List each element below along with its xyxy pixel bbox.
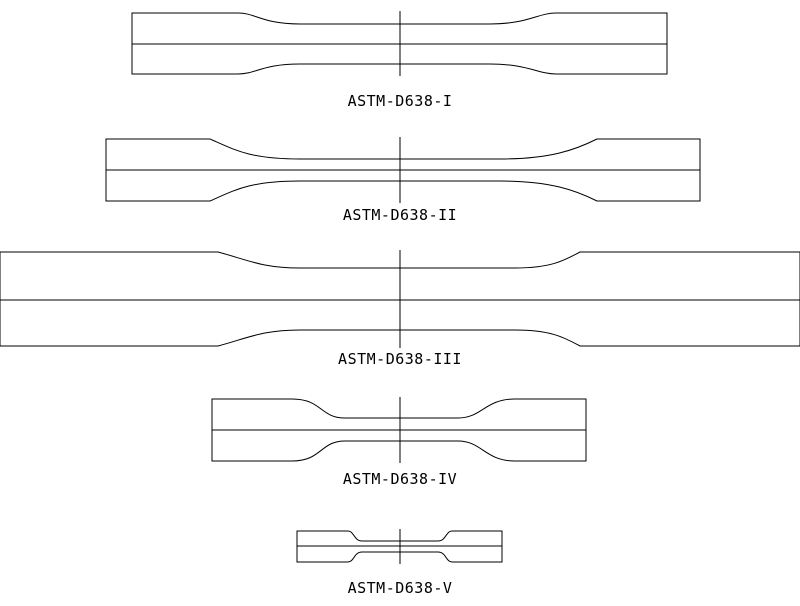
- specimen-type-ii-label: ASTM-D638-II: [343, 206, 457, 224]
- specimen-type-iv-label: ASTM-D638-IV: [343, 470, 457, 488]
- specimen-type-ii: ASTM-D638-II: [105, 137, 701, 224]
- specimen-type-v-label: ASTM-D638-V: [348, 579, 453, 597]
- specimen-type-i-outline: [131, 12, 668, 75]
- specimen-type-ii-outline: [105, 138, 701, 202]
- specimen-type-iii: ASTM-D638-III: [0, 250, 800, 368]
- specimen-type-i-label: ASTM-D638-I: [348, 92, 453, 110]
- specimen-type-v: ASTM-D638-V: [296, 529, 503, 597]
- specimen-type-i: ASTM-D638-I: [131, 11, 668, 110]
- specimen-type-iv: ASTM-D638-IV: [211, 397, 587, 488]
- specimen-type-v-outline: [296, 530, 503, 563]
- specimen-type-iv-outline: [211, 398, 587, 462]
- specimen-type-iii-label: ASTM-D638-III: [338, 350, 462, 368]
- specimen-type-iii-outline: [0, 251, 800, 347]
